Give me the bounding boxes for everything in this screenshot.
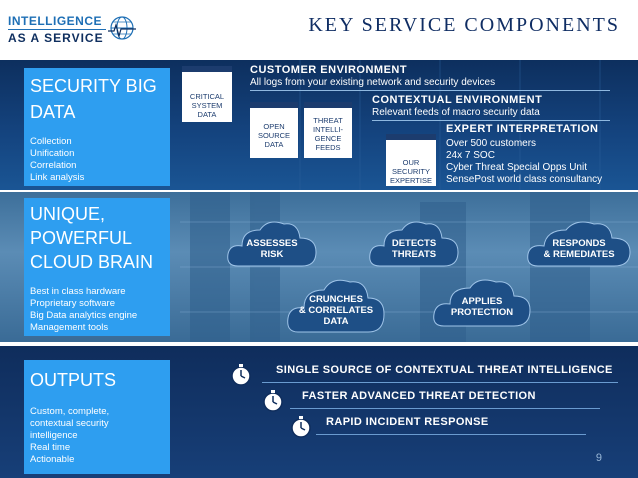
logo: INTELLIGENCE AS A SERVICE [8,12,132,48]
divider [316,434,586,435]
stopwatch-icon [262,390,284,412]
cloud-label: APPLIES [430,296,534,307]
cloud-label: ASSESSES [224,238,320,249]
cloud-label: DATA [284,316,388,327]
logo-rule [8,29,106,30]
list-item: Real time [30,442,109,454]
threat-intelligence-feeds-doc: THREAT INTELLI- GENCE FEEDS [304,102,352,158]
doc-label: OUR [386,158,436,167]
doc-label: SECURITY [386,167,436,176]
box-title: OUTPUTS [30,368,116,392]
list-item: Link analysis [30,172,84,184]
divider [372,120,610,121]
outputs-band: OUTPUTS Custom, complete, contextual sec… [0,346,638,478]
list-item: contextual security [30,418,109,430]
doc-label: DATA [182,110,232,119]
output-statement: RAPID INCIDENT RESPONSE [326,416,489,428]
box-title-line1: UNIQUE, [30,202,105,226]
outputs-list: Custom, complete, contextual security in… [30,406,109,466]
list-item: Big Data analytics engine [30,310,137,322]
list-item: Best in class hardware [30,286,137,298]
list-item: intelligence [30,430,109,442]
divider [250,90,610,91]
box-title-line1: SECURITY BIG [30,74,157,98]
doc-label: INTELLI- [304,125,352,134]
contextual-environment-heading: CONTEXTUAL ENVIRONMENT [372,94,542,106]
box-title-line2: DATA [30,100,75,124]
stopwatch-icon [230,364,252,386]
cloud-applies-protection: APPLIES PROTECTION [430,272,534,332]
doc-label: CRITICAL [182,92,232,101]
cloud-label: & REMEDIATES [524,249,634,260]
page-number: 9 [596,452,602,464]
doc-label: SYSTEM [182,101,232,110]
expert-item: 24x 7 SOC [446,150,495,161]
cloud-label: RISK [224,249,320,260]
list-item: Custom, complete, [30,406,109,418]
doc-label: DATA [250,140,298,149]
box-title-line3: CLOUD BRAIN [30,250,153,274]
customer-environment-heading: CUSTOMER ENVIRONMENT [250,64,407,76]
cloud-assesses-risk: ASSESSES RISK [224,214,320,272]
outputs-box: OUTPUTS Custom, complete, contextual sec… [24,360,170,474]
cloud-label: THREATS [366,249,462,260]
expert-item: Cyber Threat Special Opps Unit [446,162,587,173]
box-title-line2: POWERFUL [30,226,132,250]
cloud-crunches-correlates: CRUNCHES & CORRELATES DATA [284,272,388,338]
list-item: Collection [30,136,84,148]
output-statement: FASTER ADVANCED THREAT DETECTION [302,390,536,402]
doc-label: THREAT [304,116,352,125]
globe-icon [108,14,136,42]
doc-label: EXPERTISE [386,176,436,185]
list-item: Correlation [30,160,84,172]
critical-system-data-doc: CRITICAL SYSTEM DATA [182,66,232,122]
cloud-label: CRUNCHES [284,294,388,305]
divider [290,408,600,409]
our-security-expertise-doc: OUR SECURITY EXPERTISE [386,134,436,186]
list-item: Proprietary software [30,298,137,310]
list-item: Management tools [30,322,137,334]
cloud-label: RESPONDS [524,238,634,249]
security-big-data-list: Collection Unification Correlation Link … [30,136,84,184]
output-statement: SINGLE SOURCE OF CONTEXTUAL THREAT INTEL… [276,364,613,376]
customer-environment-text: All logs from your existing network and … [250,77,495,88]
expert-item: Over 500 customers [446,138,536,149]
cloud-label: & CORRELATES [284,305,388,316]
doc-label: OPEN [250,122,298,131]
cloud-brain-box: UNIQUE, POWERFUL CLOUD BRAIN Best in cla… [24,198,170,336]
contextual-environment-text: Relevant feeds of macro security data [372,107,540,118]
open-source-data-doc: OPEN SOURCE DATA [250,102,298,158]
security-big-data-box: SECURITY BIG DATA Collection Unification… [24,68,170,186]
list-item: Unification [30,148,84,160]
doc-label: GENCE [304,134,352,143]
cloud-brain-list: Best in class hardware Proprietary softw… [30,286,137,334]
cloud-label: PROTECTION [430,307,534,318]
divider [262,382,618,383]
cloud-brain-band: UNIQUE, POWERFUL CLOUD BRAIN Best in cla… [0,192,638,342]
slide-title: KEY SERVICE COMPONENTS [308,14,620,37]
cloud-responds-remediates: RESPONDS & REMEDIATES [524,214,634,272]
logo-line1: INTELLIGENCE [8,14,102,28]
expert-item: SensePost world class consultancy [446,174,602,185]
logo-line2: AS A SERVICE [8,31,104,45]
doc-label: FEEDS [304,143,352,152]
expert-interpretation-heading: EXPERT INTERPRETATION [446,123,599,135]
list-item: Actionable [30,454,109,466]
cloud-label: DETECTS [366,238,462,249]
stopwatch-icon [290,416,312,438]
security-big-data-band: SECURITY BIG DATA Collection Unification… [0,60,638,190]
cloud-detects-threats: DETECTS THREATS [366,214,462,272]
doc-label: SOURCE [250,131,298,140]
